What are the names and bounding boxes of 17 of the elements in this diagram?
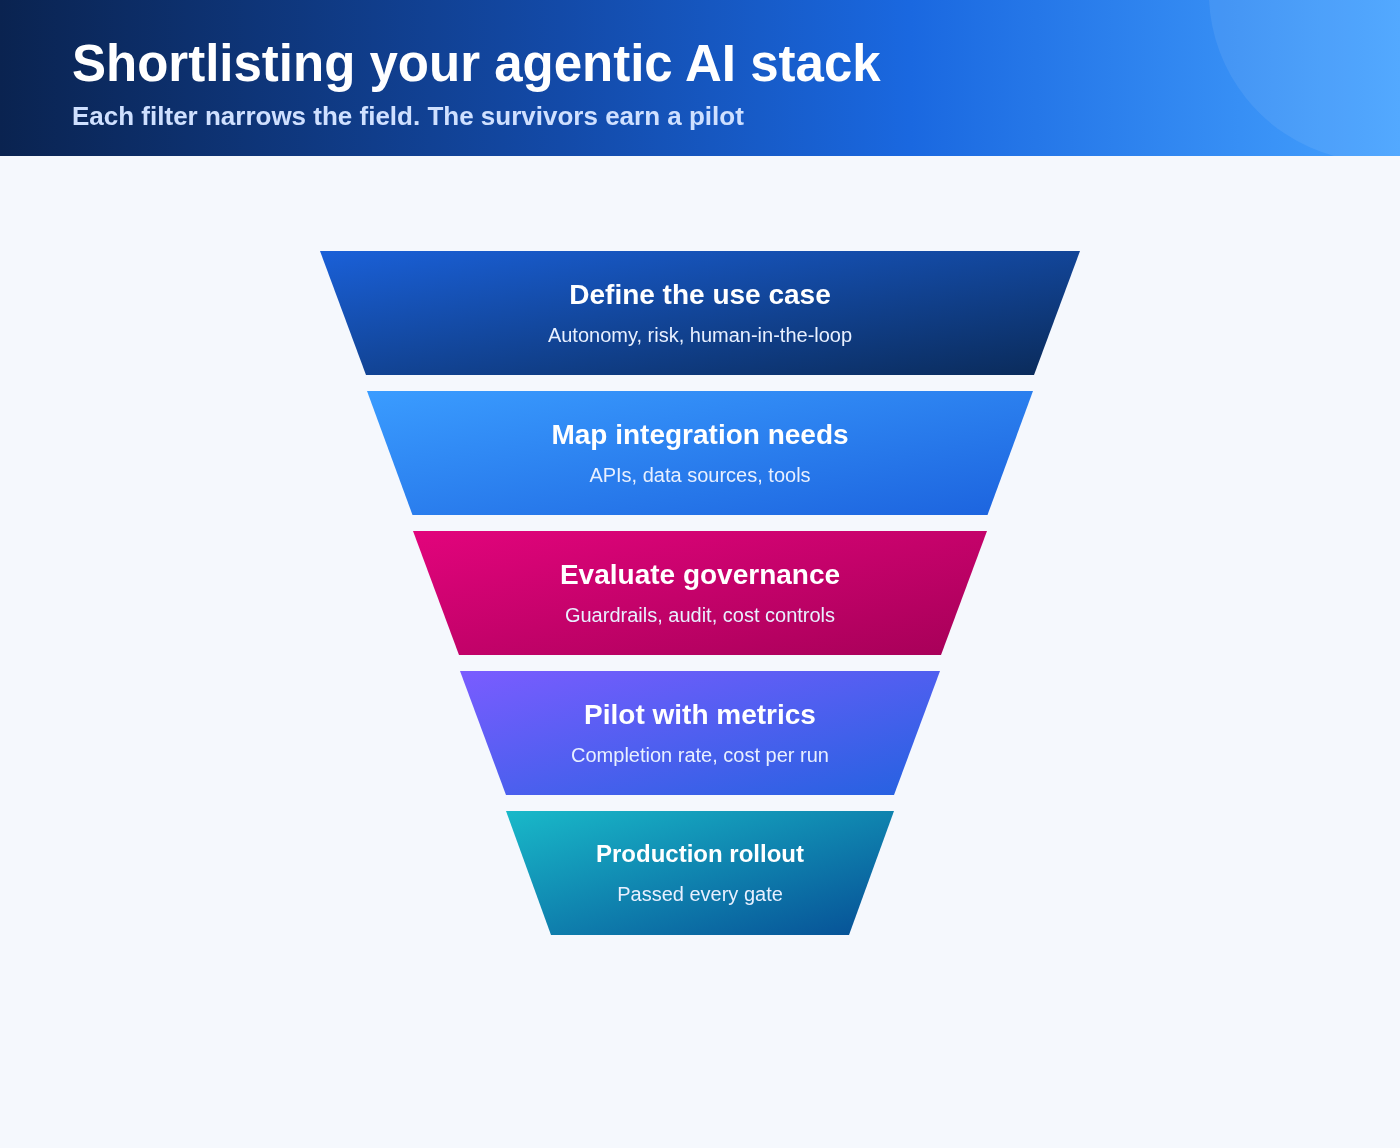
stage-title: Production rollout (596, 839, 804, 869)
funnel-stage (413, 531, 987, 655)
stage-description: Guardrails, audit, cost controls (564, 603, 836, 628)
stage-description: Passed every gate (617, 882, 783, 907)
stage-description: Autonomy, risk, human-in-the-loop (547, 323, 853, 348)
stage-description: Completion rate, cost per run (571, 743, 829, 768)
stage-title: Map integration needs (551, 418, 849, 452)
stage-title: Define the use case (569, 278, 831, 312)
funnel-stage (367, 391, 1033, 515)
page-subtitle: Each filter narrows the field. The survivors earn a pilot (72, 100, 744, 132)
funnel-stage (320, 251, 1080, 375)
funnel-stage (506, 811, 894, 935)
stage-title: Evaluate governance (559, 558, 841, 592)
funnel-stage (460, 671, 940, 795)
stage-title: Pilot with metrics (584, 698, 816, 732)
page-title: Shortlisting your agentic AI stack (72, 34, 881, 94)
stage-description: APIs, data sources, tools (589, 463, 811, 488)
